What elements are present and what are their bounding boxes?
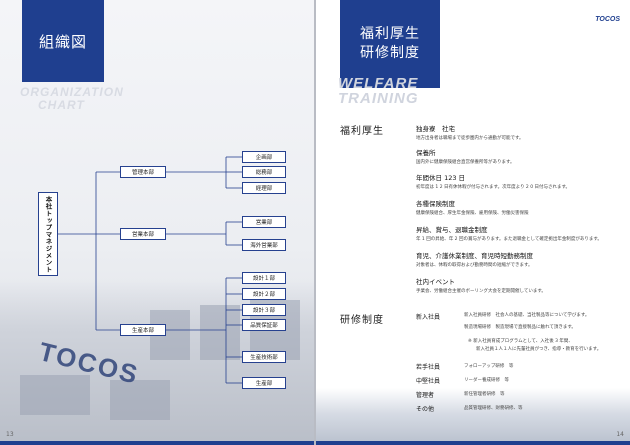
bottom-bar <box>316 441 630 445</box>
org-division-sales: 営業本部 <box>120 228 166 240</box>
meeting-photo <box>316 388 630 445</box>
training-row-desc: 新任管理者研修 等 <box>464 392 505 397</box>
org-dept-node: 経理部 <box>242 182 286 194</box>
org-dept-node: 生産技術部 <box>242 351 286 363</box>
org-dept-node: 生産部 <box>242 377 286 389</box>
english-subtitle: ORGANIZATION CHART <box>20 85 124 112</box>
english-subtitle: WELFARE TRAINING <box>338 75 419 107</box>
right-page: TOCOS 福利厚生 研修制度 WELFARE TRAINING 福利厚生 独身… <box>316 0 630 445</box>
welfare-item: 昇給、賞与、退職金制度 年 1 回の昇給、年 2 回の賞与があります。また退職金… <box>416 226 602 242</box>
org-dept-node: 企画部 <box>242 151 286 163</box>
training-row-label: 管理者 <box>416 392 435 399</box>
training-row-desc: リーダー養成研修 等 <box>464 378 509 383</box>
training-row-desc: フォローアップ研修 等 <box>464 364 514 369</box>
org-division-production: 生産本部 <box>120 324 166 336</box>
welfare-item: 育児、介護休業制度、育児時短勤務制度 対象者は、休暇の取得および勤務時間の短縮が… <box>416 252 533 268</box>
org-dept-node: 営業部 <box>242 216 286 228</box>
spine-divider <box>314 0 316 445</box>
org-chart-lines <box>58 156 242 384</box>
org-dept-node: 総務部 <box>242 166 286 178</box>
tocos-logo: TOCOS <box>595 16 620 23</box>
page-title: 組織図 <box>38 32 87 51</box>
training-note: 新入社員１人１人に先輩社員がつき、指導・教育を行います。 <box>476 347 602 352</box>
training-row-label: 若手社員 <box>416 364 441 371</box>
training-note: ※ 新入社員育成プログラムとして、入社後 3 年間、 <box>468 339 573 344</box>
left-page: TOCOS 組織図 ORGANIZATION CHART <box>0 0 314 445</box>
welfare-item: 保養所 国内外に健康保険組合直営保養所等があります。 <box>416 149 515 165</box>
training-row-label: その他 <box>416 406 435 413</box>
training-row-desc: 品質管理研修、財務研修、等 <box>464 406 523 411</box>
org-root-node: 本社トップマネジメント <box>38 192 58 276</box>
page-title-line2: 研修制度 <box>360 45 420 61</box>
org-dept-node: 設計１部 <box>242 272 286 284</box>
org-dept-node: 海外営業部 <box>242 239 286 251</box>
training-desc: 新入社員研修 社会人の基礎、当社製品等について学びます。 <box>464 313 590 318</box>
page-number: 13 <box>6 431 14 438</box>
page-title-line1: 福利厚生 <box>360 26 420 42</box>
training-desc: 製造現場研修 製造現場で直接製品に触れて頂きます。 <box>464 325 576 330</box>
org-dept-node: 設計２部 <box>242 288 286 300</box>
page-title-box: 組織図 <box>22 0 104 82</box>
training-row-label: 中堅社員 <box>416 378 441 385</box>
org-dept-node: 品質保証部 <box>242 319 286 331</box>
page-title-box: 福利厚生 研修制度 <box>340 0 440 88</box>
training-label-new: 新入社員 <box>416 314 441 321</box>
welfare-item: 年間休日 123 日 初年度は 1 2 日有休休暇が付与されます。次年度より 2… <box>416 174 571 190</box>
bottom-bar <box>0 441 314 445</box>
training-heading: 研修制度 <box>340 315 384 326</box>
org-dept-node: 設計３部 <box>242 304 286 316</box>
org-division-admin: 管理本部 <box>120 166 166 178</box>
welfare-item: 各種保険制度 健康保険組合、厚生年金保険、雇用保険、労働災害保険 <box>416 200 529 216</box>
page-number: 14 <box>616 431 624 438</box>
welfare-item: 社内イベント 手業会、労働組合主催のボーリング大会を定期開催しています。 <box>416 278 546 294</box>
welfare-item: 独身寮 社宅 地方出身者は職場まで徒歩圏内から通勤が可能です。 <box>416 125 524 141</box>
welfare-heading: 福利厚生 <box>340 126 384 137</box>
